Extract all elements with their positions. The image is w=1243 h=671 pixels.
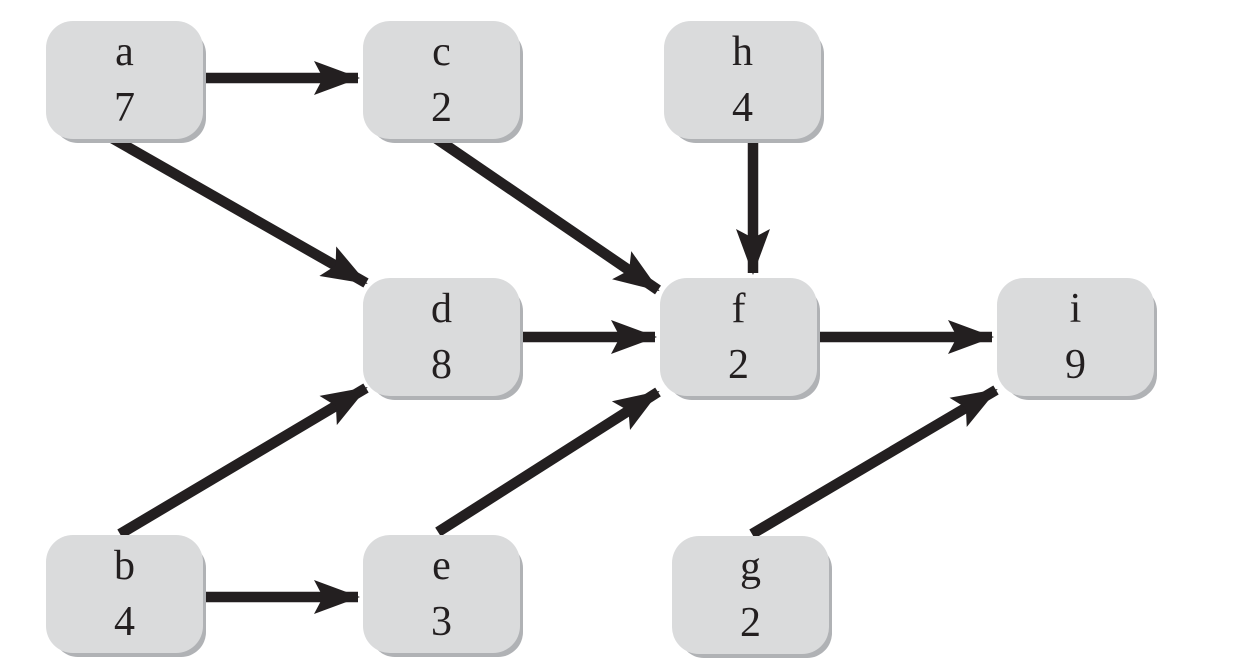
node-label: i [1069,286,1082,332]
node-label: e [432,543,451,589]
node-value: 4 [114,599,135,645]
edge-a-to-d [107,132,369,288]
node-value: 7 [114,85,135,131]
node-value: 2 [728,342,749,388]
node-value: 2 [740,600,761,646]
edge-e-to-f [435,387,661,537]
node-label: d [431,286,452,332]
node-value: 2 [431,85,452,131]
node-label: c [432,29,451,75]
node-label: f [731,286,746,332]
node-label: b [114,543,135,589]
node-label: g [740,544,761,590]
node-value: 9 [1065,342,1086,388]
edge-c-to-f [431,132,661,295]
node-value: 8 [431,342,452,388]
edge-b-to-d [117,383,369,539]
node-label: a [115,29,134,75]
edge-g-to-i [749,385,999,539]
node-value: 3 [431,599,452,645]
node-label: h [732,29,753,75]
node-value: 4 [732,85,753,131]
